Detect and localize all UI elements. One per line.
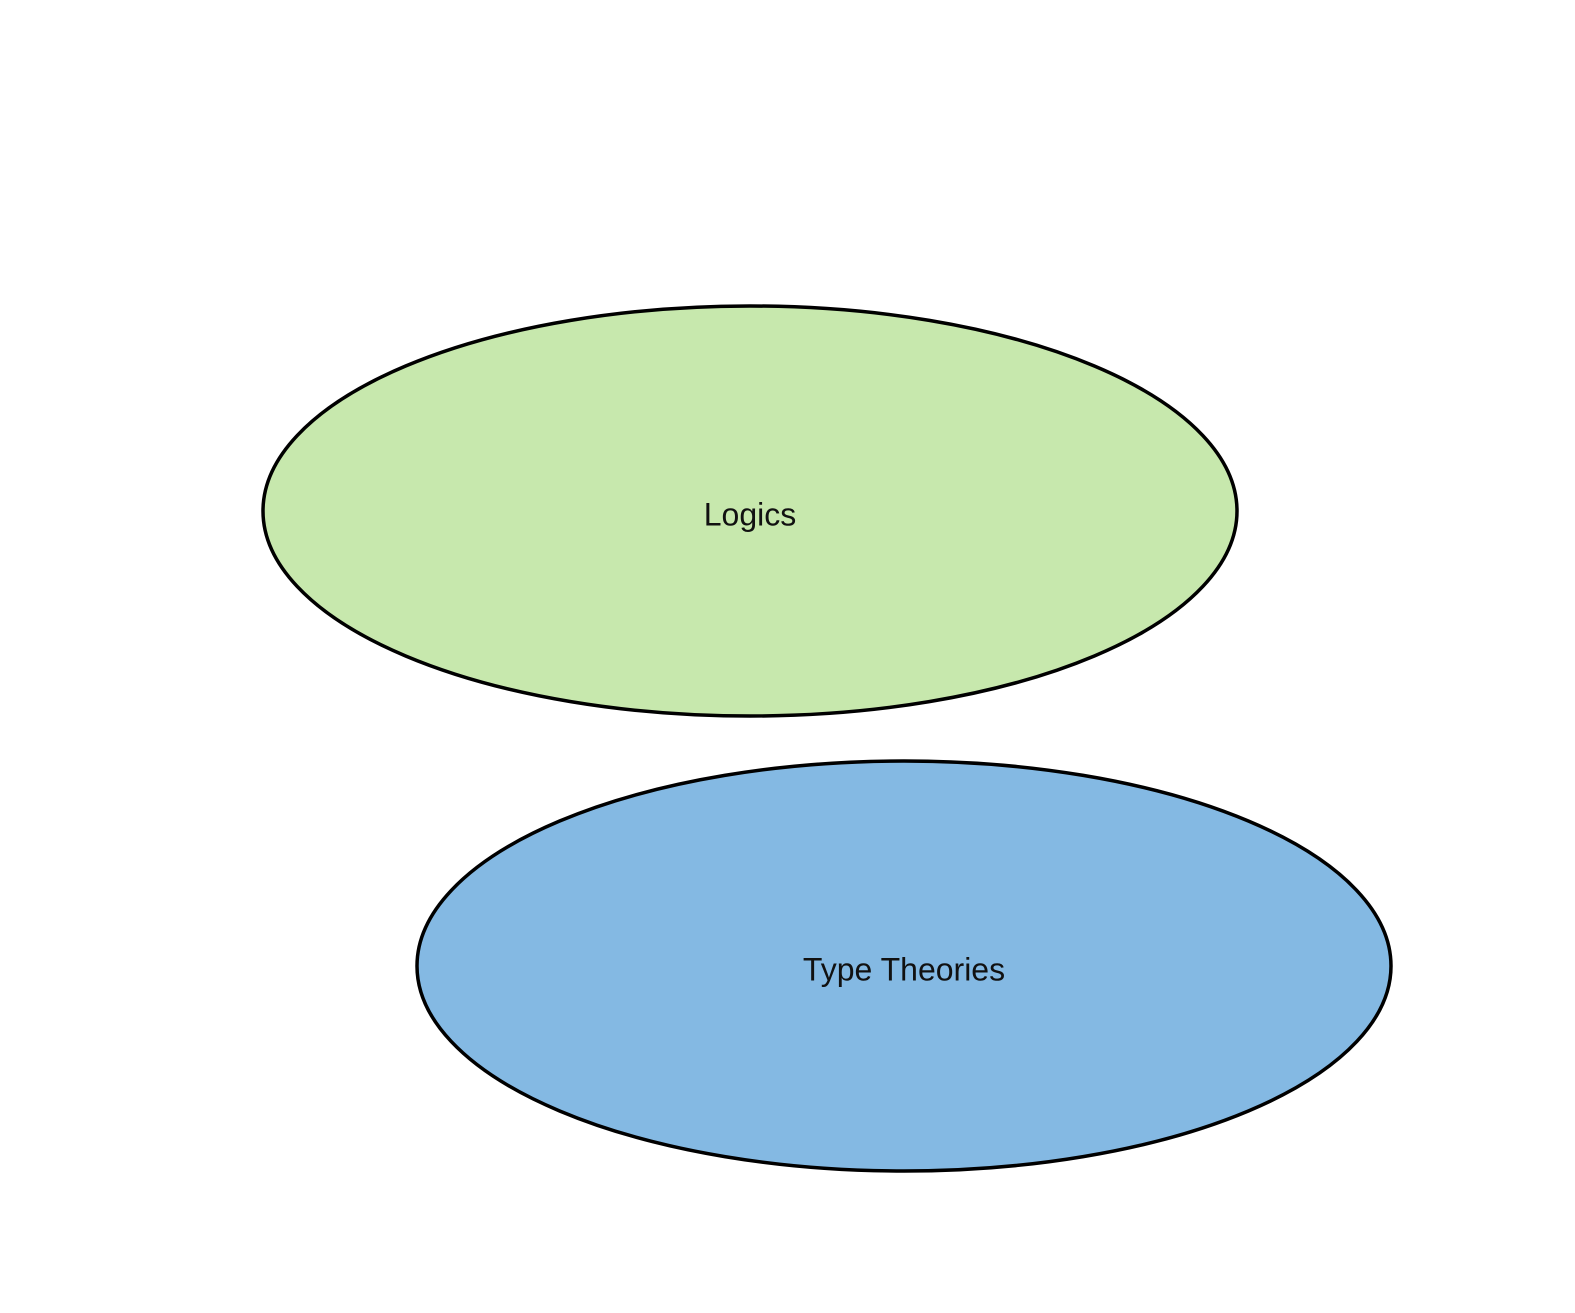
node-logics[interactable]: Logics [261,304,1239,718]
logics-label: Logics [704,496,797,532]
type-theories-label: Type Theories [803,951,1005,987]
type-theories-ellipse [415,759,1393,1173]
logics-ellipse [261,304,1239,718]
node-type-theories[interactable]: Type Theories [415,759,1393,1173]
